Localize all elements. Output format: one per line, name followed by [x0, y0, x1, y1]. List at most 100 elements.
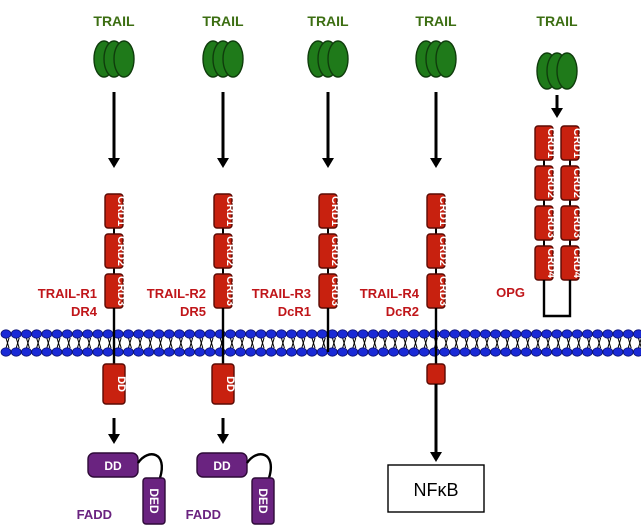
crd-label: CRD4	[545, 248, 557, 279]
lipid-head	[307, 348, 317, 356]
receptor-alias: DcR2	[386, 304, 419, 319]
lipid-head	[613, 330, 623, 338]
lipid-head	[450, 348, 460, 356]
lipid-head	[276, 330, 286, 338]
crd-label: CRD2	[224, 236, 236, 266]
crd-domain: CRD4	[561, 246, 583, 280]
lipid-head	[399, 348, 409, 356]
lipid-head	[368, 330, 378, 338]
opg-dimer-bridge	[544, 280, 570, 316]
crd-domain: CRD2	[214, 234, 236, 268]
fadd-linker	[138, 454, 162, 478]
lipid-head	[174, 330, 184, 338]
lipid-head	[246, 330, 256, 338]
arrow	[217, 92, 229, 168]
lipid-head	[378, 330, 388, 338]
lipid-head	[389, 330, 399, 338]
lipid-head	[307, 330, 317, 338]
fadd-ded-label: DED	[256, 488, 270, 514]
crd-label: CRD1	[329, 196, 341, 226]
lipid-head	[623, 348, 633, 356]
nfkb-label: NFκB	[414, 480, 459, 500]
lipid-head	[429, 348, 439, 356]
crd-label: CRD1	[437, 196, 449, 226]
crd-domain: CRD2	[535, 166, 557, 200]
lipid-head	[633, 348, 641, 356]
nfkb-box: NFκB	[388, 465, 484, 512]
lipid-head	[236, 330, 246, 338]
lipid-head	[552, 330, 562, 338]
lipid-head	[236, 348, 246, 356]
lipid-head	[154, 330, 164, 338]
crd-domain: CRD3	[319, 274, 341, 308]
lipid-head	[358, 348, 368, 356]
crd-label: CRD3	[571, 208, 583, 238]
lipid-head	[32, 330, 42, 338]
lipid-head	[593, 348, 603, 356]
receptor-trail-r1: CRD1CRD2CRD3TRAIL-R1DR4DDDDDEDFADD	[38, 92, 165, 524]
lipid-head	[123, 330, 133, 338]
lipid-head	[338, 330, 348, 338]
lipid-head	[256, 348, 266, 356]
crd-label: CRD2	[115, 236, 127, 266]
lipid-head	[582, 330, 592, 338]
crd-label: CRD3	[224, 276, 236, 306]
lipid-head	[144, 330, 154, 338]
lipid-head	[603, 348, 613, 356]
receptor-name: TRAIL-R4	[360, 286, 420, 301]
lipid-head	[501, 348, 511, 356]
crd-domain: CRD2	[427, 234, 449, 268]
crd-label: CRD2	[545, 168, 557, 198]
ligand-label: TRAIL	[202, 13, 244, 29]
lipid-head	[470, 348, 480, 356]
arrow	[551, 95, 563, 118]
lipid-head	[317, 348, 327, 356]
lipid-head	[256, 330, 266, 338]
ligand-label: TRAIL	[93, 13, 135, 29]
trail-ligand: TRAIL	[307, 13, 349, 77]
lipid-head	[103, 348, 113, 356]
lipid-head	[511, 348, 521, 356]
trail-ligand: TRAIL	[536, 13, 578, 89]
lipid-head	[297, 348, 307, 356]
lipid-head	[134, 348, 144, 356]
lipid-head	[419, 348, 429, 356]
lipid-head	[572, 348, 582, 356]
crd-domain: CRD2	[561, 166, 583, 200]
receptor-trail-r3: CRD1CRD2CRD3TRAIL-R3DcR1	[252, 92, 341, 352]
death-domain: DD	[212, 364, 236, 404]
crd-label: CRD1	[545, 128, 557, 158]
lipid-head	[368, 348, 378, 356]
trail-subunit	[223, 41, 243, 77]
fadd-dd-label: DD	[104, 459, 122, 473]
lipid-head	[531, 330, 541, 338]
trail-ligand: TRAIL	[415, 13, 457, 77]
lipid-head	[338, 348, 348, 356]
lipid-head	[134, 330, 144, 338]
crd-domain: CRD1	[535, 126, 557, 160]
fadd-label: FADD	[186, 507, 221, 522]
lipid-head	[531, 348, 541, 356]
lipid-head	[93, 348, 103, 356]
arrow-head	[217, 434, 229, 444]
arrow-head	[551, 108, 563, 118]
lipid-head	[266, 348, 276, 356]
lipid-head	[21, 330, 31, 338]
lipid-head	[164, 348, 174, 356]
crd-domain: CRD1	[214, 194, 236, 228]
lipid-head	[195, 348, 205, 356]
lipid-head	[348, 330, 358, 338]
crd-label: CRD2	[437, 236, 449, 266]
death-domain-label: DD	[224, 376, 236, 392]
lipid-head	[21, 348, 31, 356]
crd-label: CRD1	[224, 196, 236, 226]
crd-label: CRD1	[571, 128, 583, 158]
crd-domain: CRD3	[214, 274, 236, 308]
death-domain: DD	[103, 364, 127, 404]
lipid-head	[419, 330, 429, 338]
lipid-head	[83, 330, 93, 338]
lipid-head	[389, 348, 399, 356]
lipid-head	[358, 330, 368, 338]
lipid-head	[593, 330, 603, 338]
